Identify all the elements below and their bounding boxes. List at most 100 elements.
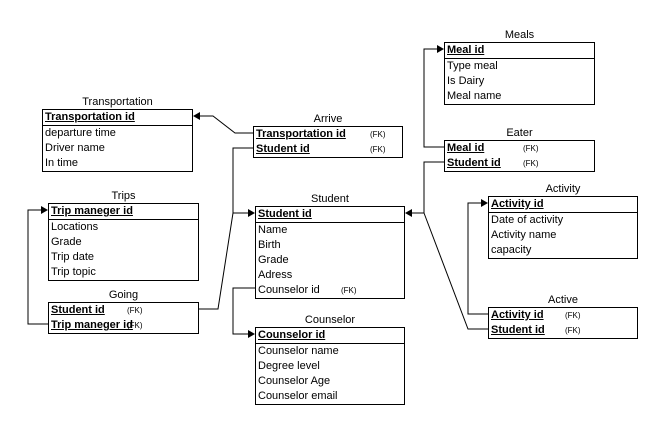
going-field-row: Student id (FK) [49, 303, 198, 318]
trips-table-title: Trips [111, 190, 136, 202]
active-field-row: Activity id (FK) [489, 308, 637, 323]
active-field-row: Student id (FK) [489, 323, 637, 338]
activity-field-name: Date of activity [491, 214, 564, 226]
arrive-table-box: Transportation id(FK)Student id(FK) [253, 126, 403, 158]
student-field-row: Adress [256, 268, 404, 283]
eater-fk-marker: (FK) [523, 159, 539, 168]
trips-field-row: Trip date [49, 250, 198, 265]
student-table-title: Student [311, 193, 349, 205]
going-to-trips-line [27, 209, 48, 325]
meals-field-name: Is Dairy [447, 75, 485, 87]
student-field-row: Birth [256, 238, 404, 253]
counselor-field-row: Counselor Age [256, 374, 404, 389]
going-to-student-line [199, 212, 234, 310]
arrive-table-title: Arrive [313, 113, 343, 125]
going-field-name: Student id [51, 304, 105, 316]
eater-to-meals-line [423, 48, 444, 148]
trips-field-name: Grade [51, 236, 82, 248]
going-field-row: Trip maneger id(FK) [49, 318, 198, 333]
transportation-field-row: In time [43, 156, 192, 171]
student-to-counselor-line [232, 287, 255, 335]
counselor-field-name: Counselor name [258, 345, 339, 357]
going-table-title: Going [108, 289, 139, 301]
active-field-name: Student id [491, 324, 545, 336]
meals-field-name: Meal name [447, 90, 502, 102]
counselor-field-name: Counselor email [258, 390, 338, 402]
going-table-box: Student id(FK)Trip maneger id(FK) [48, 302, 199, 334]
eater-table-title: Eater [506, 127, 533, 139]
transportation-field-name: Driver name [45, 142, 105, 154]
arrive-field-row: Student id(FK) [254, 142, 402, 157]
transportation-table-title: Transportation [82, 96, 153, 108]
trips-field-row: Grade [49, 235, 198, 250]
student-field-name: Name [258, 224, 288, 236]
activity-field-row: Date of activity [489, 213, 637, 228]
trips-field-name: Trip date [51, 251, 95, 263]
eater-field-name: Meal id [447, 142, 485, 154]
activity-field-name: capacity [491, 244, 532, 256]
transportation-field-name: Transportation id [45, 111, 135, 123]
activity-field-row: capacity [489, 243, 637, 258]
student-field-row: Name [256, 223, 404, 238]
eater-field-row: Student id (FK) [445, 156, 594, 171]
student-field-row: Counselor id(FK) [256, 283, 404, 298]
meals-arrowhead [437, 45, 444, 53]
student-field-name: Adress [258, 269, 293, 281]
active-fk-marker: (FK) [565, 326, 581, 335]
activity-table-title: Activity [545, 183, 581, 195]
arrive-fk-marker: (FK) [370, 130, 386, 139]
counselor-field-name: Counselor Age [258, 375, 331, 387]
going-fk-marker: (FK) [127, 306, 143, 315]
trips-field-row: Trip topic [49, 265, 198, 280]
counselor-field-row: Degree level [256, 359, 404, 374]
counselor-field-row: Counselor id [256, 328, 404, 344]
student-field-row: Student id [256, 207, 404, 223]
activity-field-row: Activity id [489, 197, 637, 213]
active-to-student-line [423, 212, 488, 330]
eater-fk-marker: (FK) [523, 144, 539, 153]
eater-field-row: Meal id (FK) [445, 141, 594, 156]
eater-field-name: Student id [447, 157, 501, 169]
trips-field-name: Trip topic [51, 266, 96, 278]
trips-field-row: Trip maneger id [49, 204, 198, 220]
activity-arrowhead [481, 199, 488, 207]
counselor-arrowhead [248, 330, 255, 338]
arrive-fk-marker: (FK) [370, 145, 386, 154]
trips-arrowhead [41, 206, 48, 214]
meals-field-row: Type meal [445, 59, 594, 74]
active-table-title: Active [548, 294, 578, 306]
meals-field-name: Meal id [447, 44, 485, 56]
counselor-field-row: Counselor email [256, 389, 404, 404]
going-field-name: Trip maneger id [51, 319, 133, 331]
counselor-field-row: Counselor name [256, 344, 404, 359]
counselor-field-name: Counselor id [258, 329, 326, 341]
activity-field-name: Activity name [491, 229, 557, 241]
trips-field-name: Locations [51, 221, 99, 233]
transportation-field-row: Transportation id [43, 110, 192, 126]
student-arrowhead-left [248, 209, 255, 217]
going-fk-marker: (FK) [127, 321, 143, 330]
active-field-name: Activity id [491, 309, 544, 321]
student-field-name: Counselor id [258, 284, 320, 296]
meals-field-row: Meal name [445, 89, 594, 104]
active-table-box: Activity id (FK) Student id (FK) [488, 307, 638, 339]
arrive-to-transportation-line [200, 115, 253, 134]
active-fk-marker: (FK) [565, 311, 581, 320]
arrive-field-row: Transportation id(FK) [254, 127, 402, 142]
trips-field-name: Trip maneger id [51, 205, 133, 217]
student-field-name: Grade [258, 254, 289, 266]
